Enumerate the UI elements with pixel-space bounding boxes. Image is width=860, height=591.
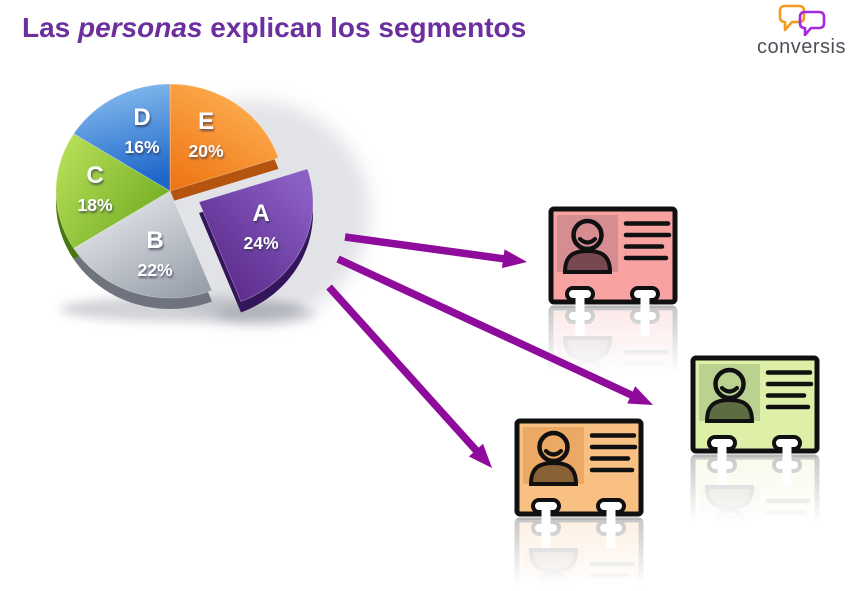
pie-slice-pct-a: 24% [243,233,278,253]
arrow-to-orange-card [326,284,492,468]
pie-slice-pct-e: 20% [188,141,223,161]
clip-stem-top-2 [782,445,792,457]
arrow-head [501,249,527,269]
clip-stem-1 [541,516,551,548]
pie-slice-c[interactable] [55,133,171,249]
clip-stem-2 [640,304,650,336]
persona-green[interactable] [690,355,820,485]
title-suffix: explican los segmentos [202,12,527,43]
arrow-to-pink-card [344,233,527,269]
person-head-icon [537,430,570,464]
logo-text: conversis [757,36,846,58]
person-smile-icon [578,237,597,245]
reflection-fade [542,308,684,438]
pie-slice-pct-b: 22% [137,260,172,280]
pie-chart [55,83,314,313]
pie-slice-label-c: C [86,162,103,189]
clip-stem-top-1 [575,296,585,308]
clip-stem-top-2 [606,508,616,520]
pie-labels: A 24% B 22% C 18% D 16% E 20% [77,104,278,280]
arrow-to-green-card [336,255,653,405]
arrows [326,233,653,468]
speech-bubbles-icon [778,4,825,37]
persona-orange[interactable] [514,418,644,548]
reflection-fade [684,457,826,587]
pie-slice-pct-d: 16% [124,137,159,157]
arrow-head [468,443,492,468]
clip-stem-top-2 [640,296,650,308]
person-smile-icon [544,449,563,457]
person-shoulders-icon [704,397,755,423]
pie-slice-a[interactable] [198,168,314,303]
pie-slice-label-e: E [198,108,214,135]
clip-stem-1 [575,304,585,336]
speech-bubble-right [798,10,825,37]
clip-stem-top-1 [717,445,727,457]
pie-slice-pct-c: 18% [77,195,112,215]
person-shoulders-icon [562,248,613,274]
arrow-shaft [344,233,508,263]
person-shoulders-icon [528,460,579,486]
pie-slice-b[interactable] [73,190,213,299]
arrow-head [627,386,653,405]
reflection-fade [508,520,650,591]
pie-slice-label-b: B [146,227,163,254]
title-prefix: Las [22,12,79,43]
persona-cards [514,206,820,548]
clip-stem-1 [717,453,727,485]
speech-bubble-left [778,4,805,32]
pie-slice-label-a: A [252,200,269,227]
person-head-icon [713,367,746,401]
clip-stem-2 [782,453,792,485]
slide-header: Las personas explican los segmentos [22,12,526,44]
clip-stem-top-1 [541,508,551,520]
persona-pink[interactable] [548,206,678,336]
person-head-icon [571,218,604,252]
page-title: Las personas explican los segmentos [22,12,526,44]
pie-slice-label-d: D [133,104,150,131]
arrow-shaft [336,255,637,400]
card-reflections [508,274,826,591]
pie-slice-e[interactable] [169,83,279,192]
title-emphasis: personas [78,12,203,43]
conversis-logo: conversis [757,4,846,59]
arrow-shaft [326,284,482,456]
person-smile-icon [720,386,739,394]
clip-stem-2 [606,516,616,548]
pie-slice-d[interactable] [73,83,171,192]
